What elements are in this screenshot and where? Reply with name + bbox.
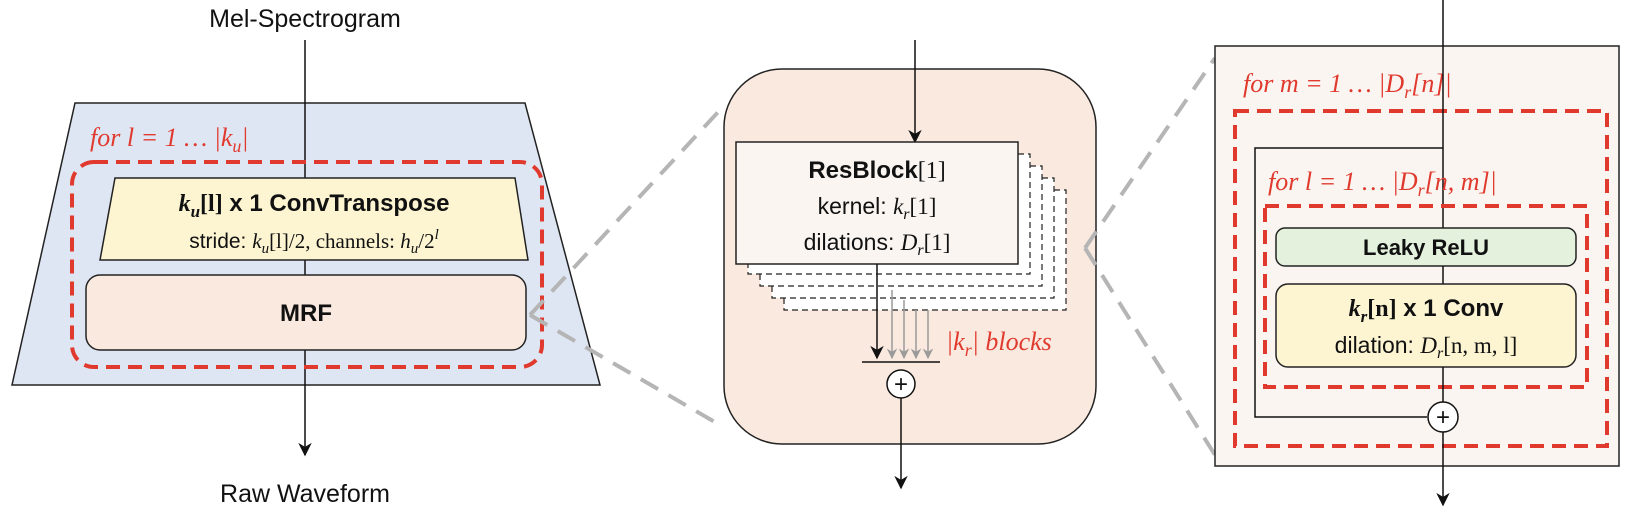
zoom-line-right-lower xyxy=(1083,246,1217,457)
upsample-loop-region xyxy=(70,160,544,369)
resblock-detail-panel: for m = 1 … |Dr[n]| for l = 1 … |Dr[n, m… xyxy=(1214,0,1620,507)
mrf-label: MRF xyxy=(280,300,332,327)
zoom-line-upper xyxy=(528,108,722,317)
outer-loop-region xyxy=(1233,109,1609,448)
resblock-dilations: dilations: Dr[1] xyxy=(804,229,951,259)
inner-loop-label: for l = 1 … |Dr[n, m]| xyxy=(1268,167,1497,200)
conv-block xyxy=(1275,283,1577,368)
resblock-1 xyxy=(735,141,1019,265)
mrf-sum-symbol: + xyxy=(894,371,908,398)
resblock-title: ResBlock[1] xyxy=(808,157,945,184)
leaky-relu-label: Leaky ReLU xyxy=(1363,235,1489,260)
resblock-kernel: kernel: kr[1] xyxy=(818,193,937,223)
conv-transpose-title: ku[l] x 1 ConvTranspose xyxy=(179,190,450,221)
leaky-relu-block xyxy=(1275,227,1577,267)
outer-loop-label: for m = 1 … |Dr[n]| xyxy=(1243,69,1452,102)
conv-title: kr[n] x 1 Conv xyxy=(1349,295,1504,326)
mrf-detail-panel: ResBlock[1] kernel: kr[1] dilations: Dr[… xyxy=(723,40,1097,490)
generator-panel: Mel-Spectrogram Raw Waveform for l = 1 …… xyxy=(11,5,601,508)
zoom-line-lower xyxy=(528,313,722,427)
residual-skip-path xyxy=(1254,147,1443,418)
inner-loop-region xyxy=(1263,204,1589,389)
output-label: Raw Waveform xyxy=(220,480,390,508)
input-label: Mel-Spectrogram xyxy=(209,5,401,33)
upsample-loop-label: for l = 1 … |ku| xyxy=(90,123,249,156)
conv-transpose-block xyxy=(99,177,529,261)
conv-dilation: dilation: Dr[n, m, l] xyxy=(1335,332,1518,362)
zoom-line-right-upper xyxy=(1083,56,1217,250)
conv-transpose-detail: stride: ku[l]/2, channels: hu/2l xyxy=(189,227,439,257)
residual-sum-symbol: + xyxy=(1436,404,1450,431)
mrf-block xyxy=(85,274,527,351)
blocks-count-label: |kr| blocks xyxy=(946,327,1052,360)
